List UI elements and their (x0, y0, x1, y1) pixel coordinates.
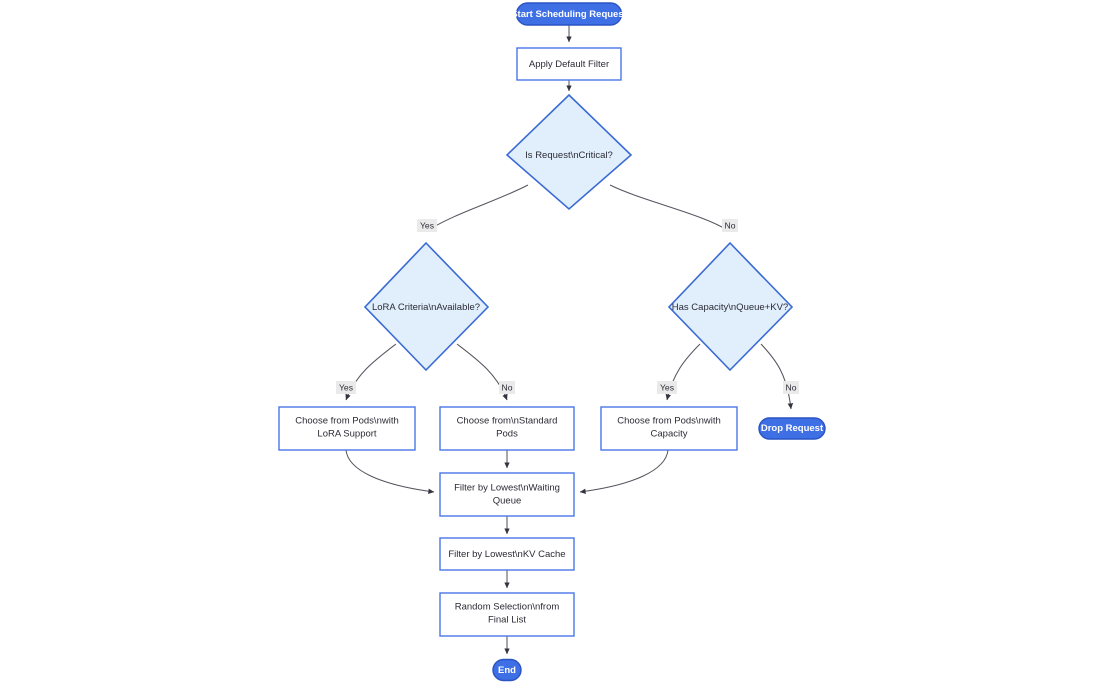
edge-label-capacity-no-text: No (786, 382, 797, 392)
edges-layer (345, 25, 794, 655)
edge-is-request-critical-yes-to-lora-criteria (426, 184, 529, 232)
edge-label-critical-no-bg (722, 219, 738, 232)
node-filter-kv-cache-label: Filter by Lowest\nKV Cache (448, 549, 565, 560)
node-apply-default-filter-label: Apply Default Filter (529, 59, 609, 70)
edge-label-lora-yes-bg (336, 381, 356, 394)
node-filter-waiting-queue[interactable]: Filter by Lowest\nWaiting Queue (439, 472, 575, 517)
node-choose-capacity-pods-label-line2: Capacity (651, 429, 688, 440)
node-filter-waiting-queue-label-line2: Queue (493, 496, 522, 507)
node-choose-standard-pods[interactable]: Choose from\nStandard Pods (439, 406, 575, 451)
node-filter-kv-cache-shape[interactable] (439, 537, 575, 571)
edge-label-capacity-yes-text: Yes (660, 382, 674, 392)
edge-label-capacity-no: No (783, 381, 799, 394)
edge-choose-capacity-pods-to-filter-waiting-queue (579, 449, 669, 494)
node-choose-capacity-pods-shape[interactable] (600, 406, 738, 451)
node-choose-lora-pods-shape[interactable] (278, 406, 416, 451)
node-choose-capacity-pods[interactable]: Choose from Pods\nwith Capacity (600, 406, 738, 451)
node-has-capacity-label: Has Capacity\nQueue+KV? (672, 302, 788, 313)
node-choose-lora-pods-label-line2: LoRA Support (317, 429, 377, 440)
edge-label-capacity-yes: Yes (657, 381, 677, 394)
edge-label-lora-no-bg (499, 381, 515, 394)
node-drop-request-shape[interactable] (758, 417, 826, 440)
node-random-selection-shape[interactable] (439, 592, 575, 637)
node-lora-criteria-available-label: LoRA Criteria\nAvailable? (372, 302, 480, 313)
edge-label-critical-yes-text: Yes (420, 220, 434, 230)
node-lora-criteria-available[interactable]: LoRA Criteria\nAvailable? (363, 241, 490, 372)
edge-label-lora-no: No (499, 381, 515, 394)
node-end-label: End (498, 665, 516, 676)
node-drop-request-label: Drop Request (761, 423, 824, 434)
node-choose-lora-pods[interactable]: Choose from Pods\nwith LoRA Support (278, 406, 416, 451)
node-choose-standard-pods-label-line1: Choose from\nStandard (457, 416, 558, 427)
node-start[interactable]: Start Scheduling Request (511, 2, 628, 26)
node-filter-kv-cache[interactable]: Filter by Lowest\nKV Cache (439, 537, 575, 571)
edge-label-lora-yes: Yes (336, 381, 356, 394)
node-choose-standard-pods-label-line2: Pods (496, 429, 518, 440)
node-has-capacity[interactable]: Has Capacity\nQueue+KV? (667, 241, 794, 372)
edge-labels-layer: Yes No Yes No Yes No (336, 219, 799, 394)
node-apply-default-filter[interactable]: Apply Default Filter (516, 47, 622, 81)
nodes-layer: Start Scheduling Request Apply Default F… (278, 2, 826, 682)
node-random-selection[interactable]: Random Selection\nfrom Final List (439, 592, 575, 637)
node-lora-criteria-available-shape[interactable] (363, 241, 490, 372)
node-choose-capacity-pods-label-line1: Choose from Pods\nwith (617, 416, 721, 427)
node-start-label: Start Scheduling Request (511, 9, 627, 20)
node-random-selection-label-line2: Final List (488, 615, 526, 626)
edge-label-critical-yes: Yes (417, 219, 437, 232)
node-filter-waiting-queue-label-line1: Filter by Lowest\nWaiting (454, 483, 560, 494)
node-end[interactable]: End (492, 658, 522, 682)
node-is-request-critical-label: Is Request\nCritical? (525, 150, 613, 161)
node-drop-request[interactable]: Drop Request (758, 417, 826, 440)
edge-label-critical-no: No (722, 219, 738, 232)
node-choose-lora-pods-label-line1: Choose from Pods\nwith (295, 416, 399, 427)
edge-label-lora-yes-text: Yes (339, 382, 353, 392)
edge-label-capacity-yes-bg (657, 381, 677, 394)
node-choose-standard-pods-shape[interactable] (439, 406, 575, 451)
node-apply-default-filter-shape[interactable] (516, 47, 622, 81)
edge-has-capacity-no-to-drop-request (760, 343, 794, 410)
node-has-capacity-shape[interactable] (667, 241, 794, 372)
edge-label-lora-no-text: No (502, 382, 513, 392)
node-is-request-critical[interactable]: Is Request\nCritical? (505, 93, 633, 211)
edge-label-capacity-no-bg (783, 381, 799, 394)
edge-label-critical-no-text: No (725, 220, 736, 230)
edge-is-request-critical-no-to-has-capacity (609, 184, 730, 232)
node-end-shape[interactable] (492, 658, 522, 682)
node-is-request-critical-shape[interactable] (505, 93, 633, 211)
node-start-shape[interactable] (515, 2, 623, 26)
edge-label-critical-yes-bg (417, 219, 437, 232)
edge-choose-lora-pods-to-filter-waiting-queue (345, 449, 435, 494)
node-filter-waiting-queue-shape[interactable] (439, 472, 575, 517)
node-random-selection-label-line1: Random Selection\nfrom (455, 602, 560, 613)
